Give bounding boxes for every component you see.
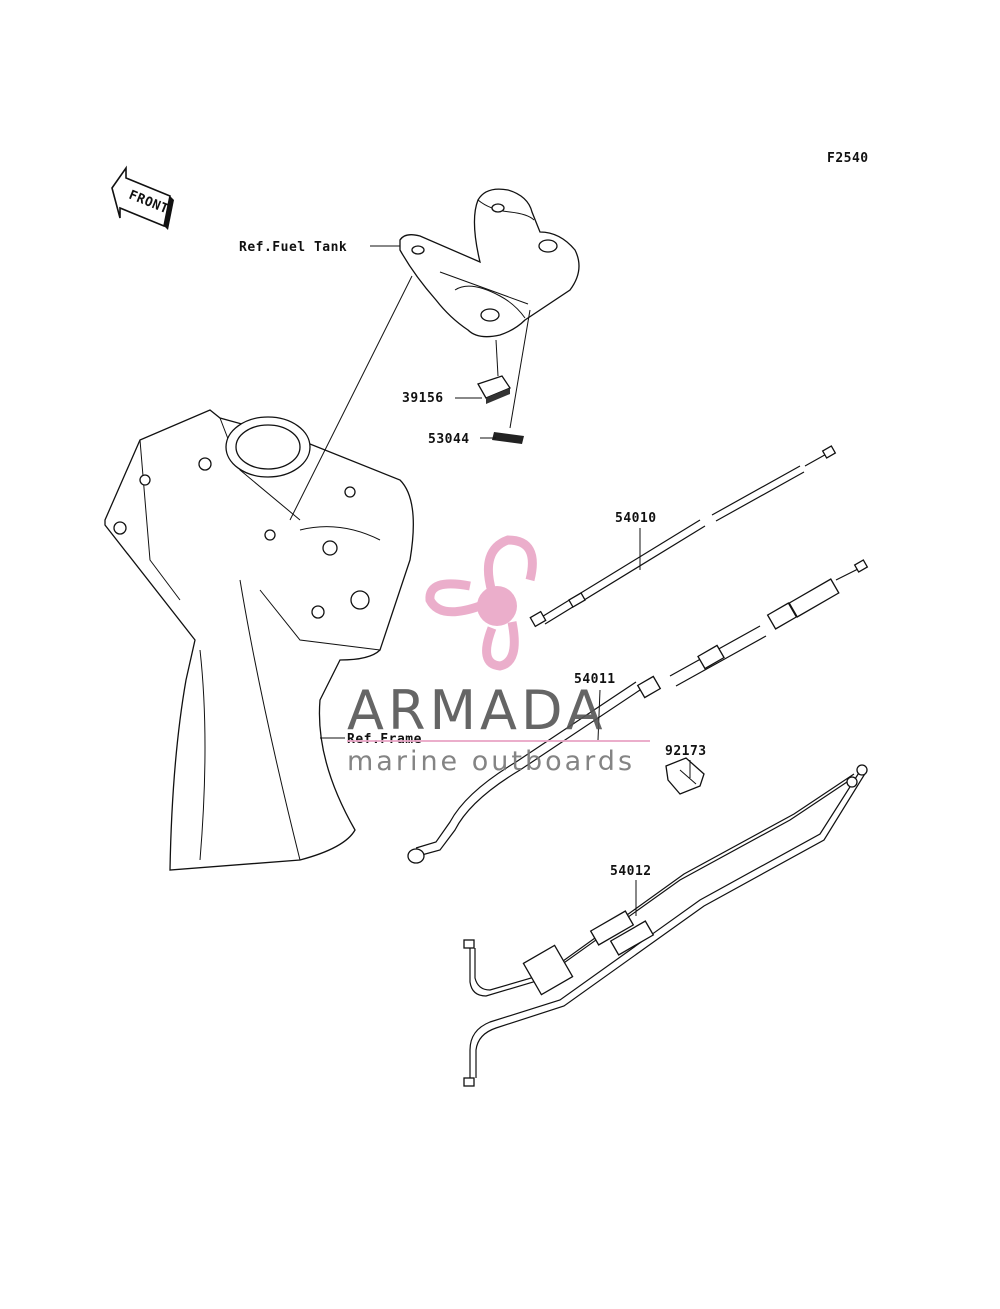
watermark-brand: ARMADA <box>347 679 607 742</box>
part-92173-drawing <box>665 757 705 795</box>
cable-54010-drawing <box>529 445 837 628</box>
watermark: ARMADA marine outboards <box>347 535 650 777</box>
part-92173-label: 92173 <box>665 744 707 759</box>
frame-drawing <box>104 409 414 871</box>
watermark-tagline: marine outboards <box>347 746 635 777</box>
part-39156-label: 39156 <box>402 391 444 406</box>
part-54010-label: 54010 <box>615 511 657 526</box>
fuel-tank-bracket-drawing <box>399 188 580 338</box>
leader-39156-up <box>495 339 499 377</box>
leader-54011 <box>597 689 601 741</box>
ref-frame-label: Ref.Frame <box>347 732 422 747</box>
diagram-code: F2540 <box>827 151 869 166</box>
cable-54012-drawing <box>463 764 868 1087</box>
front-arrow-icon: FRONT <box>111 165 174 230</box>
part-39156-drawing <box>477 375 511 404</box>
part-53044-drawing <box>492 432 524 444</box>
ref-fuel-tank-label: Ref.Fuel Tank <box>239 240 347 255</box>
part-53044-label: 53044 <box>428 432 470 447</box>
leader-fuel-tank-frame <box>289 275 413 521</box>
part-54012-label: 54012 <box>610 864 652 879</box>
propeller-logo-icon <box>425 535 537 671</box>
part-54011-label: 54011 <box>574 672 616 687</box>
cable-54011-drawing <box>407 559 869 864</box>
leader-53044-up <box>509 309 531 429</box>
